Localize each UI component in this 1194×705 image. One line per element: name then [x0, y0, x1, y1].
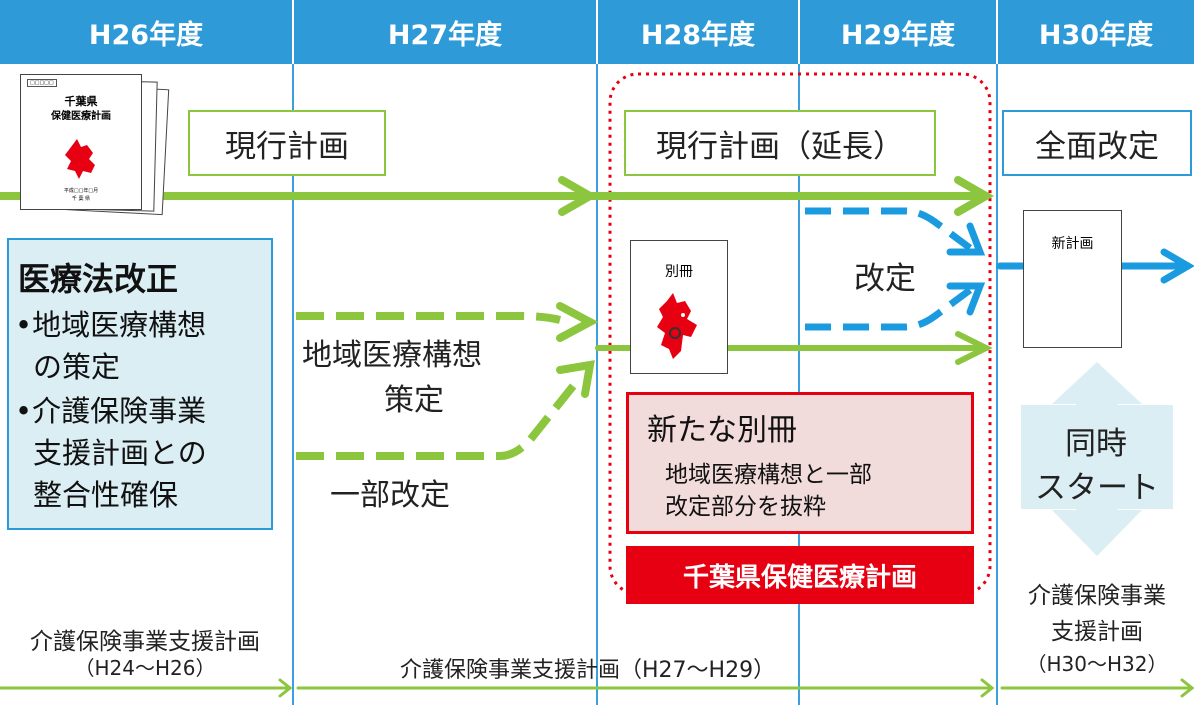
year-divider [292, 64, 294, 705]
current-plan-extended-box: 現行計画（延長） [624, 110, 936, 176]
chiba-mascot-icon [65, 139, 95, 179]
simultaneous-start-line2: スタート [1035, 470, 1159, 506]
new-appendix-line2: 改定部分を抜粋 [665, 494, 826, 520]
chiba-mascot-doctor-icon [657, 293, 697, 359]
simultaneous-start-line1: 同時 [1065, 426, 1127, 462]
year-divider [996, 64, 998, 705]
care-plan-3-line2: 支援計画 [1051, 619, 1143, 645]
partial-revision-label: 一部改定 [330, 478, 450, 513]
extension-period-outline [608, 72, 992, 596]
header-h28: H28年度 [598, 0, 798, 64]
care-plan-arrows [0, 678, 1194, 698]
year-divider [798, 64, 800, 705]
header-h29: H29年度 [800, 0, 996, 64]
care-plan-2: 介護保険事業支援計画（H27〜H29） [400, 658, 776, 683]
reform-title: 医療法改正 [18, 260, 179, 298]
new-appendix-line1: 地域医療構想と一部 [665, 462, 872, 488]
cover-footer-2: 千 葉 県 [71, 196, 91, 202]
year-divider [596, 64, 598, 705]
cover-footer-1: 平成□□年□月 [63, 188, 99, 194]
medical-law-reform-box: 医療法改正 •地域医療構想 の策定 •介護保険事業 支援計画との 整合性確保 [7, 238, 273, 530]
current-plan-arrow [0, 176, 995, 216]
reform-item-2: •介護保険事業 支援計画との 整合性確保 [15, 394, 207, 512]
simultaneous-start-box [1021, 405, 1173, 509]
cover-tag: □□□□□ [27, 79, 57, 87]
new-appendix-title: 新たな別冊 [647, 413, 797, 448]
plan-cover: □□□□□ 千葉県 保健医療計画 平成□□年□月 千 葉 県 [20, 74, 142, 210]
care-plan-1-line1: 介護保険事業支援計画 [30, 629, 260, 655]
appendix-label: 別冊 [665, 264, 693, 280]
partial-revision-arrow [296, 360, 595, 460]
care-plan-1-line2: （H24〜H26） [74, 656, 216, 680]
vision-formulation-line2: 策定 [384, 383, 444, 418]
new-plan-label: 新計画 [1051, 236, 1094, 252]
header-h26: H26年度 [0, 0, 292, 64]
revision-label: 改定 [854, 261, 916, 297]
header-h27: H27年度 [294, 0, 596, 64]
revision-arrows [805, 207, 986, 331]
current-plan-box: 現行計画 [188, 110, 386, 176]
cover-title-2: 保健医療計画 [51, 111, 111, 122]
care-plan-3-line3: （H30〜H32） [1026, 652, 1168, 676]
vision-formulation-arrow [296, 302, 599, 342]
new-plan-document: 新計画 [1023, 210, 1122, 348]
cover-title-1: 千葉県 [64, 95, 98, 108]
care-plan-3-line1: 介護保険事業 [1028, 583, 1166, 609]
reform-item-1: •地域医療構想 の策定 [15, 308, 207, 384]
appendix-document: 別冊 [630, 240, 728, 374]
chiba-plan-label: 千葉県保健医療計画 [626, 546, 974, 604]
full-revision-box: 全面改定 [1002, 110, 1192, 176]
header-h30: H30年度 [998, 0, 1194, 64]
vision-formulation-line1: 地域医療構想 [302, 338, 482, 373]
new-appendix-box: 新たな別冊 地域医療構想と一部 改定部分を抜粋 [626, 392, 974, 534]
new-plan-arrow [996, 248, 1194, 284]
